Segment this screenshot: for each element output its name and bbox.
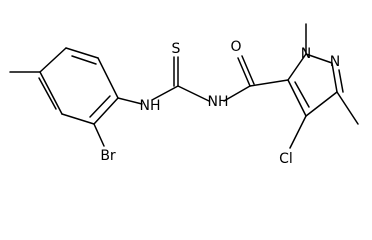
bond <box>61 113 95 125</box>
bond <box>38 77 57 110</box>
atom-labels: S O NH NH Br Cl N N <box>100 39 340 167</box>
bond <box>89 95 111 118</box>
bond <box>338 69 344 93</box>
bond <box>241 55 255 85</box>
bond <box>331 62 338 93</box>
bond <box>117 97 143 105</box>
bond <box>305 53 333 64</box>
structure-canvas: S O NH NH Br Cl N N <box>9 23 359 167</box>
bond <box>97 57 119 99</box>
bond <box>223 85 251 102</box>
bond <box>305 91 338 117</box>
bond <box>39 71 63 115</box>
bond <box>93 97 119 125</box>
bond <box>237 57 251 87</box>
bond <box>287 53 307 81</box>
left-nh-label: NH <box>140 98 161 114</box>
chemical-structure-diagram: S O NH NH Br Cl N N <box>9 23 359 167</box>
bond <box>71 55 97 65</box>
bond <box>336 91 359 125</box>
chlorine-label: Cl <box>279 151 293 167</box>
bond <box>289 115 307 149</box>
bromine-label: Br <box>100 148 116 164</box>
sulfur-label: S <box>172 41 181 57</box>
bond <box>249 79 289 87</box>
bond <box>294 81 310 108</box>
pyrazole-n1-label: N <box>301 46 311 62</box>
bond <box>177 85 210 102</box>
pyrazole-n2-label: N <box>330 54 340 70</box>
bond-lines <box>9 23 359 149</box>
bond <box>39 47 67 73</box>
bond <box>151 85 179 101</box>
oxygen-label: O <box>230 39 241 55</box>
bond <box>287 79 307 117</box>
right-nh-label: NH <box>208 94 229 110</box>
bond <box>65 47 99 59</box>
bond <box>93 123 105 147</box>
